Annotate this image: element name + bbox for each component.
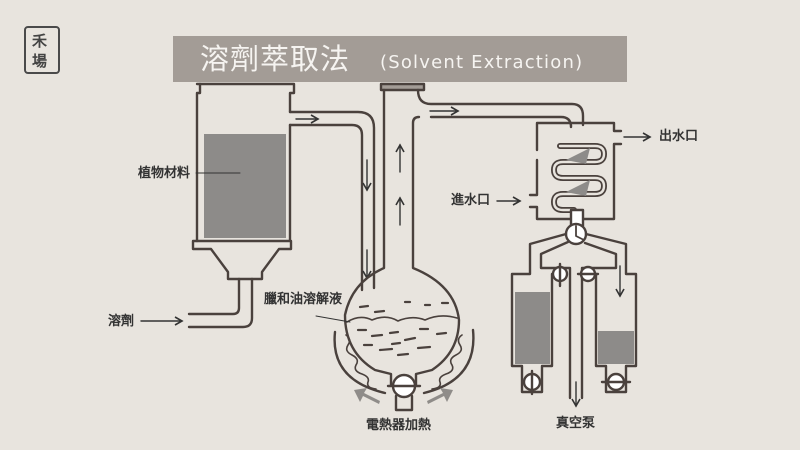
title-subtitle: (Solvent Extraction)	[380, 52, 584, 73]
heat-arrow-left	[354, 388, 380, 404]
plant-material-fill	[204, 134, 286, 238]
collection-system	[510, 222, 638, 408]
seal-logo-icon: 禾 場	[24, 26, 60, 74]
label-water-outlet: 出水口	[659, 129, 699, 144]
transfer-pipe	[288, 110, 376, 292]
solvent-inlet-pipe	[140, 277, 254, 329]
label-plant-material: 植物材料	[138, 166, 191, 181]
left-vessel-fill	[515, 292, 550, 364]
heat-arrow-right	[427, 388, 453, 404]
logo-char-1: 禾	[32, 32, 48, 50]
liquid-bubbles	[356, 300, 450, 357]
label-electric-heater: 電熱器加熱	[366, 418, 432, 433]
label-wax-oil-solution: 臘和油溶解液	[264, 292, 343, 307]
coil-condenser	[496, 121, 652, 228]
distillation-flask	[315, 82, 585, 387]
right-vessel-fill	[598, 331, 634, 364]
logo-char-2: 場	[32, 52, 48, 70]
title-bar	[173, 36, 627, 82]
plant-material-column	[191, 82, 296, 281]
heating-mantle	[333, 328, 475, 412]
label-water-inlet: 進水口	[451, 193, 491, 208]
label-vacuum-pump: 真空泵	[556, 416, 596, 431]
label-solvent: 溶劑	[108, 314, 135, 329]
title-main: 溶劑萃取法	[200, 42, 351, 76]
